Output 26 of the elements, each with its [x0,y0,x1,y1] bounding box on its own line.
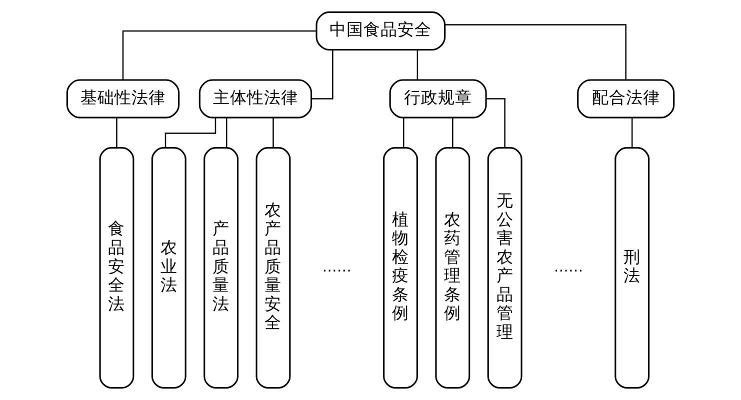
connector [445,24,626,80]
node-box: 食品安全法 [99,147,134,389]
connector [452,118,454,148]
node-box: 植物检疫条例 [383,147,418,389]
connector [416,50,418,80]
node-box: 无公害农产品管理 [487,147,522,389]
connector [403,118,404,148]
label: …… [554,258,584,276]
node-box: 配合法律 [577,79,675,118]
node-box: 行政规章 [389,79,487,118]
label: …… [322,258,352,276]
connector [116,118,118,148]
node-box: 农药管理条例 [435,147,470,389]
node-box: 农产品质量安全 [256,147,291,389]
connector [312,50,334,100]
connector [122,30,316,80]
node-box: 产品质量法 [204,147,239,389]
connector [486,98,506,148]
node-box: 基础性法律 [66,79,180,118]
node-box: 主体性法律 [198,79,312,118]
connector [631,118,633,148]
connector [226,118,228,148]
connector [272,118,274,148]
node-box: 农业法 [151,147,186,389]
node-box: 刑法 [614,147,650,389]
node-box: 中国食品安全 [316,11,446,51]
